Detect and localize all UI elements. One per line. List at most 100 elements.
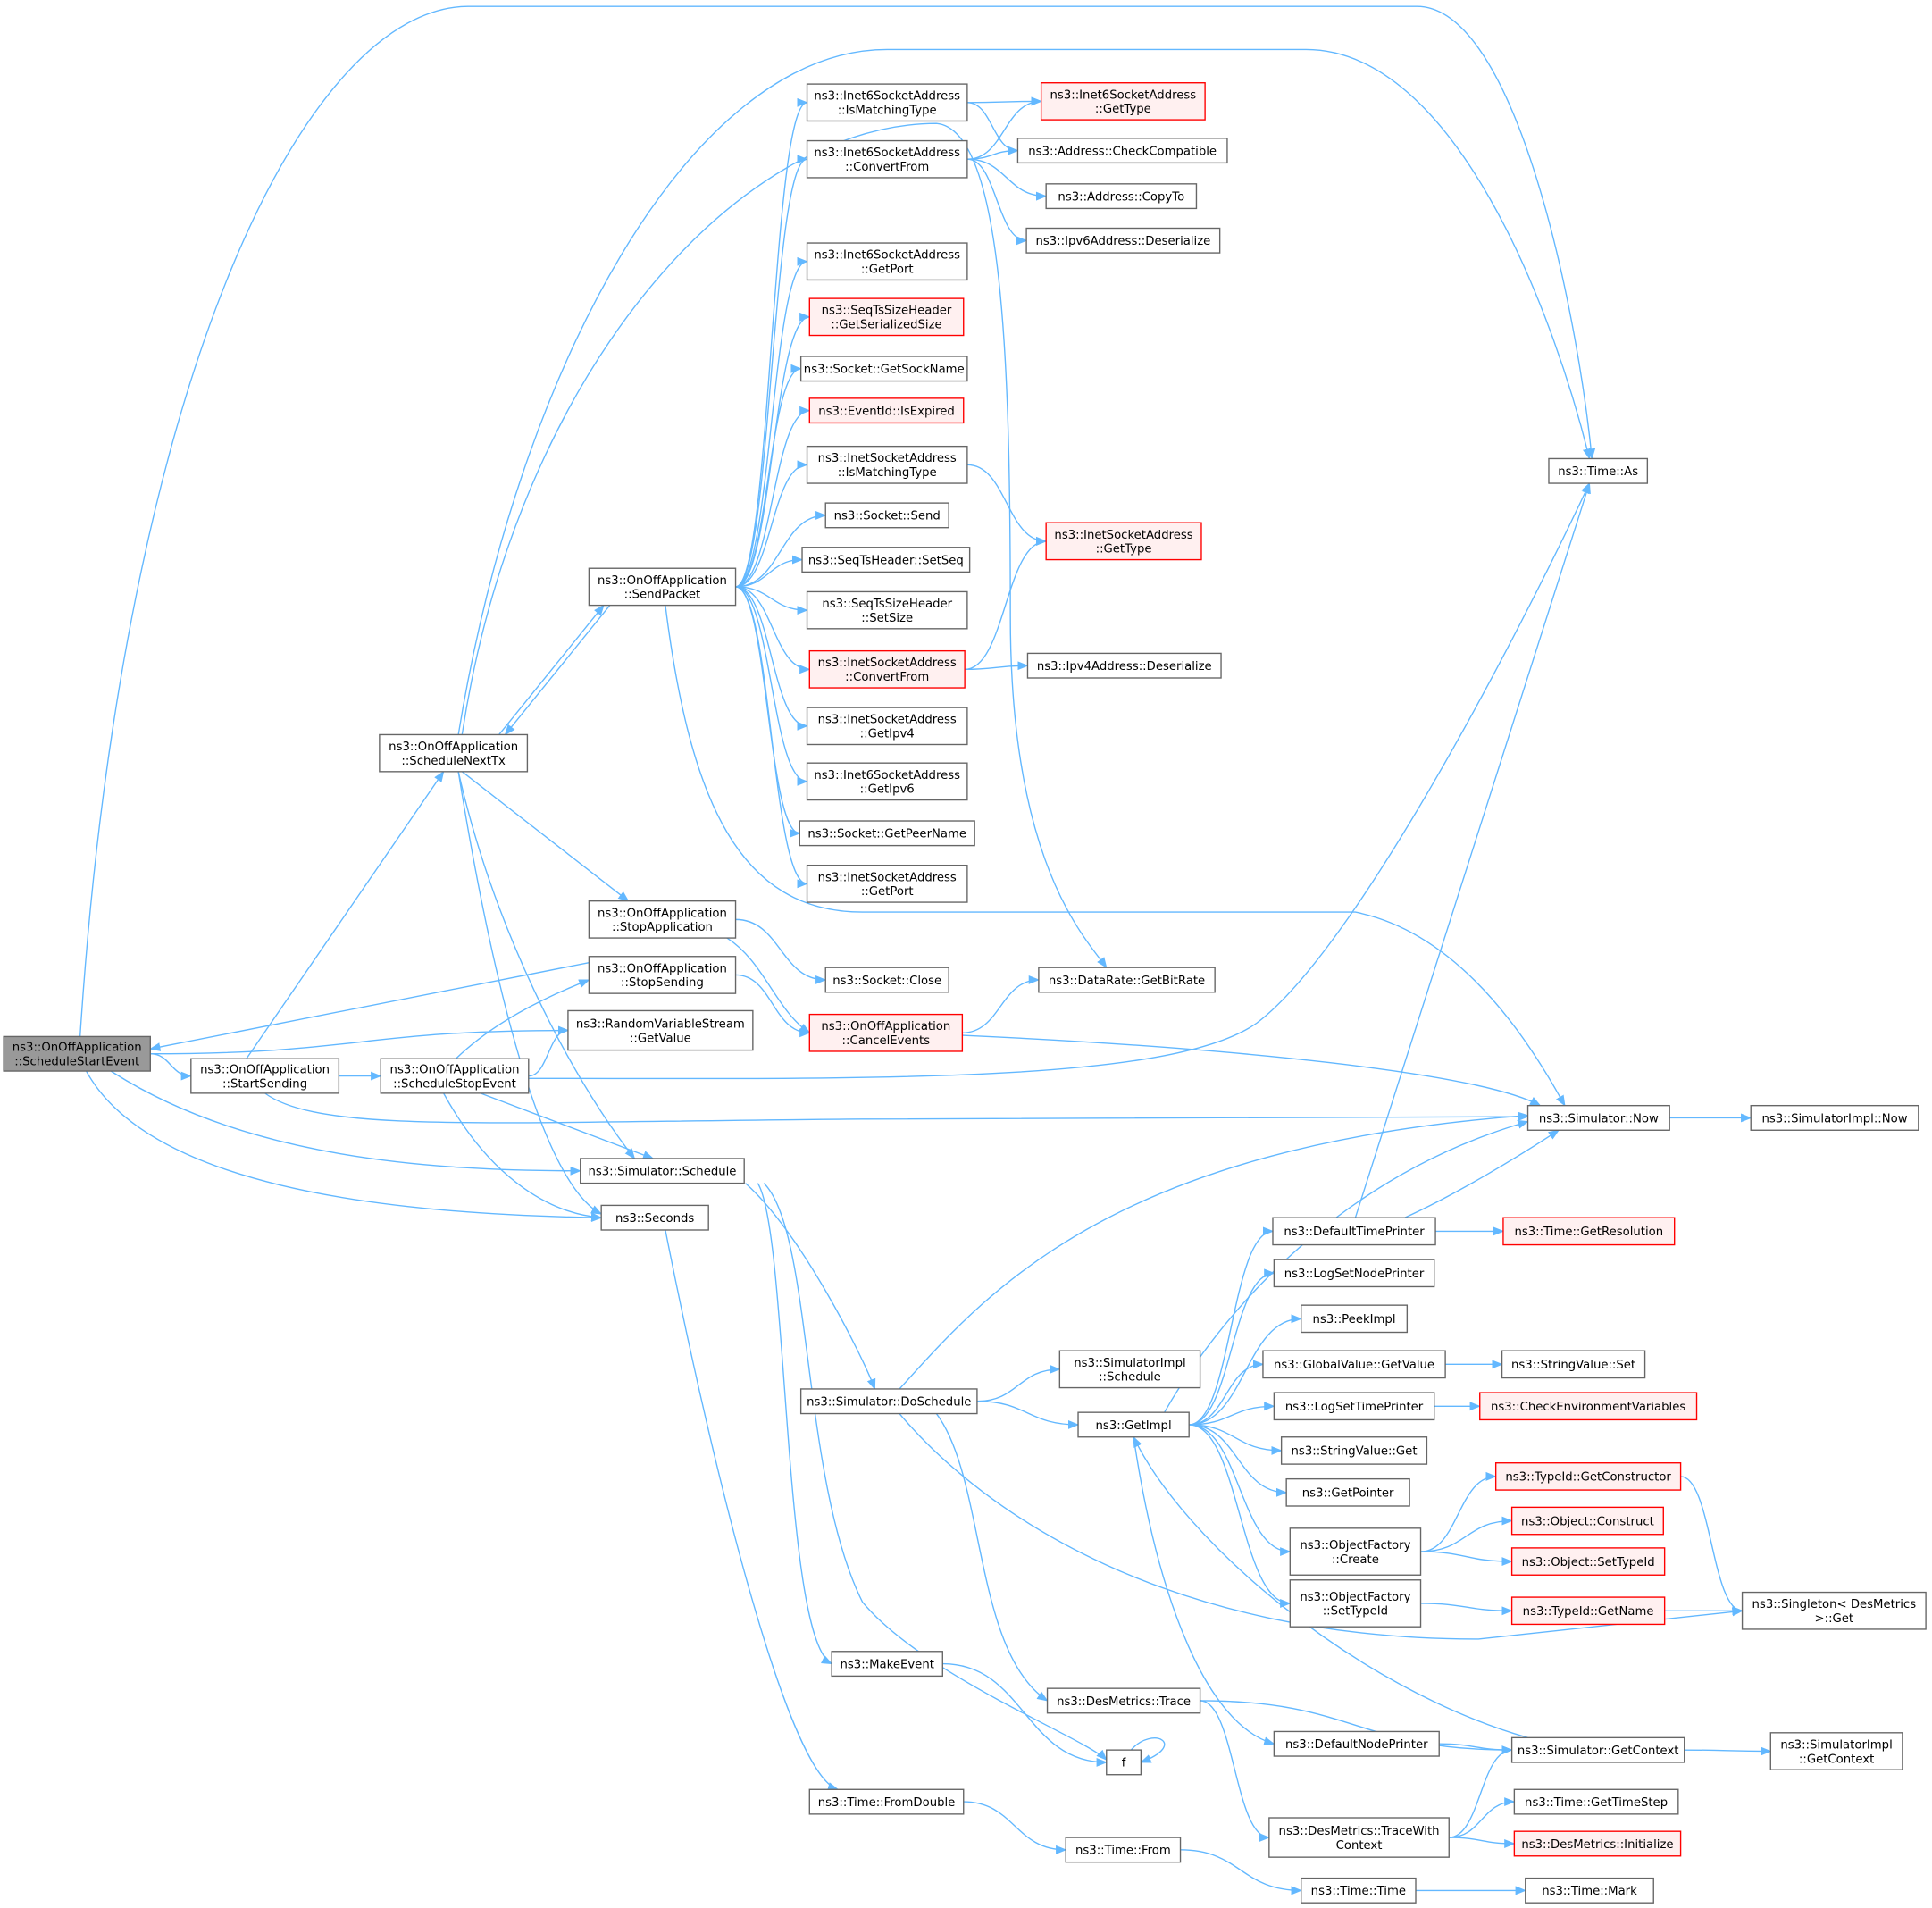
node-label: ns3::Simulator::DoSchedule [807, 1396, 971, 1410]
graph-node-StopSending[interactable]: ns3::OnOffApplication::StopSending [588, 956, 737, 994]
graph-node-Singleton[interactable]: ns3::Singleton< DesMetrics>::Get [1741, 1591, 1927, 1630]
graph-node-Ipv4Deser[interactable]: ns3::Ipv4Address::Deserialize [1026, 652, 1222, 679]
node-label: ns3::Inet6SocketAddress [814, 249, 960, 263]
node-label: ns3::InetSocketAddress [818, 452, 957, 465]
call-edge-GetImpl-to-SVGet [1189, 1424, 1283, 1455]
graph-node-SimSchedule[interactable]: ns3::Simulator::Schedule [580, 1158, 745, 1184]
graph-node-DefNP[interactable]: ns3::DefaultNodePrinter [1273, 1730, 1440, 1757]
node-label: ns3::OnOffApplication [821, 1020, 950, 1034]
graph-node-SNT[interactable]: ns3::OnOffApplication::ScheduleNextTx [379, 733, 529, 773]
call-edge-GetImpl-to-OFSetTid [1189, 1424, 1292, 1608]
node-label: ns3::Socket::GetSockName [804, 364, 965, 377]
graph-node-MakeEvent[interactable]: ns3::MakeEvent [831, 1651, 943, 1678]
call-edge-SendPacket-to-Expired [735, 406, 811, 588]
node-label: ::StopApplication [612, 921, 713, 934]
graph-node-I6Type[interactable]: ns3::Inet6SocketAddress::GetType [1040, 82, 1206, 121]
graph-node-GetCtx[interactable]: ns3::Simulator::GetContext [1510, 1736, 1685, 1763]
graph-node-ObjSetTid[interactable]: ns3::Object::SetTypeId [1510, 1547, 1666, 1576]
call-edge-SimSchedule-to-f [763, 1183, 1108, 1762]
node-label: ns3::Singleton< DesMetrics [1752, 1598, 1917, 1611]
graph-node-I4Match[interactable]: ns3::InetSocketAddress::IsMatchingType [806, 445, 968, 484]
graph-node-I4Conv[interactable]: ns3::InetSocketAddress::ConvertFrom [808, 649, 966, 689]
call-edge-TraceCtx-to-DMInit [1449, 1837, 1516, 1848]
graph-node-ImplSched[interactable]: ns3::SimulatorImpl::Schedule [1058, 1350, 1201, 1389]
graph-node-Trace[interactable]: ns3::DesMetrics::Trace [1046, 1687, 1201, 1714]
node-box [379, 733, 529, 773]
graph-node-LogTime[interactable]: ns3::LogSetTimePrinter [1273, 1392, 1435, 1421]
graph-node-DefTP[interactable]: ns3::DefaultTimePrinter [1272, 1217, 1436, 1246]
graph-node-GetRes[interactable]: ns3::Time::GetResolution [1502, 1217, 1676, 1246]
graph-node-RVSGet[interactable]: ns3::RandomVariableStream::GetValue [567, 1009, 754, 1051]
graph-node-SendPacket[interactable]: ns3::OnOffApplication::SendPacket [588, 567, 737, 607]
call-edge-I6Conv-to-CopyTo [966, 158, 1048, 201]
call-edge-SimSchedule-to-DoSched [745, 1183, 876, 1391]
graph-node-Seconds[interactable]: ns3::Seconds [600, 1204, 709, 1231]
graph-node-DoSched[interactable]: ns3::Simulator::DoSchedule [799, 1388, 978, 1415]
call-edge-DoSched-to-GetImpl [976, 1401, 1080, 1429]
graph-node-PeekImpl[interactable]: ns3::PeekImpl [1301, 1304, 1409, 1334]
call-edge-MakeEvent-to-f [942, 1662, 1108, 1767]
graph-node-SerSize[interactable]: ns3::SeqTsSizeHeader::GetSerializedSize [808, 297, 965, 337]
graph-node-ImplCtx[interactable]: ns3::SimulatorImpl::GetContext [1769, 1732, 1903, 1770]
call-edge-SendPacket-to-SetSeq [735, 555, 804, 588]
graph-node-GetName[interactable]: ns3::TypeId::GetName [1510, 1596, 1666, 1626]
graph-node-Ipv6Deser[interactable]: ns3::Ipv6Address::Deserialize [1025, 227, 1221, 254]
graph-node-I6Ipv6[interactable]: ns3::Inet6SocketAddress::GetIpv6 [806, 762, 968, 801]
graph-node-SockName[interactable]: ns3::Socket::GetSockName [799, 356, 968, 382]
graph-node-LogNode[interactable]: ns3::LogSetNodePrinter [1273, 1259, 1435, 1288]
graph-node-f[interactable]: f [1106, 1749, 1142, 1776]
graph-node-TimeTime[interactable]: ns3::Time::Time [1301, 1877, 1417, 1904]
call-edge-TraceCtx-to-TimeStep [1449, 1797, 1516, 1838]
graph-node-SVSet[interactable]: ns3::StringValue::Set [1501, 1350, 1646, 1379]
graph-node-SetSeq[interactable]: ns3::SeqTsHeader::SetSeq [801, 547, 971, 573]
call-edge-DoSched-to-SimNow [899, 1111, 1529, 1390]
call-edge-SendPacket-to-I6Port [735, 256, 808, 588]
graph-node-CheckEnv[interactable]: ns3::CheckEnvironmentVariables [1479, 1392, 1698, 1421]
node-label: ::ScheduleStartEvent [14, 1055, 139, 1068]
graph-node-I6Conv[interactable]: ns3::Inet6SocketAddress::ConvertFrom [806, 139, 968, 179]
graph-node-GetPointer[interactable]: ns3::GetPointer [1285, 1477, 1410, 1507]
graph-node-StartSending[interactable]: ns3::OnOffApplication::StartSending [190, 1058, 340, 1094]
graph-node-TimeMark[interactable]: ns3::Time::Mark [1525, 1877, 1654, 1904]
graph-node-DMInit[interactable]: ns3::DesMetrics::Initialize [1513, 1830, 1682, 1857]
node-label: ::GetPort [861, 885, 914, 899]
call-edge-SendPacket-to-SetSize [735, 586, 808, 615]
graph-node-TimeStep[interactable]: ns3::Time::GetTimeStep [1513, 1788, 1679, 1815]
graph-node-I6Port[interactable]: ns3::Inet6SocketAddress::GetPort [806, 242, 968, 281]
graph-node-BitRate[interactable]: ns3::DataRate::GetBitRate [1038, 967, 1216, 993]
call-edge-StopApp-to-Cancel [726, 937, 811, 1034]
node-box [1065, 1837, 1182, 1863]
graph-node-SchedStop[interactable]: ns3::OnOffApplication::ScheduleStopEvent [380, 1058, 530, 1094]
graph-node-Construct[interactable]: ns3::Object::Construct [1510, 1506, 1664, 1536]
graph-node-CheckCompat[interactable]: ns3::Address::CheckCompatible [1016, 138, 1228, 164]
node-box [588, 567, 737, 607]
graph-node-FromDouble[interactable]: ns3::Time::FromDouble [808, 1788, 965, 1815]
graph-node-Expired[interactable]: ns3::EventId::IsExpired [808, 398, 965, 424]
node-box [588, 956, 737, 994]
node-box [1494, 1462, 1682, 1491]
graph-node-GetImpl[interactable]: ns3::GetImpl [1077, 1411, 1190, 1438]
graph-node-I4Ipv4[interactable]: ns3::InetSocketAddress::GetIpv4 [806, 707, 968, 746]
graph-node-TimeFrom[interactable]: ns3::Time::From [1065, 1837, 1182, 1863]
graph-node-OFCreate[interactable]: ns3::ObjectFactory::Create [1289, 1527, 1422, 1576]
graph-node-Cancel[interactable]: ns3::OnOffApplication::CancelEvents [808, 1013, 964, 1052]
graph-node-PeerName[interactable]: ns3::Socket::GetPeerName [799, 820, 975, 847]
graph-node-GVGet[interactable]: ns3::GlobalValue::GetValue [1262, 1350, 1446, 1379]
graph-node-SockClose[interactable]: ns3::Socket::Close [824, 967, 949, 993]
node-label: ns3::Object::Construct [1521, 1515, 1654, 1528]
graph-node-I6Match[interactable]: ns3::Inet6SocketAddress::IsMatchingType [806, 83, 968, 122]
graph-node-TimeAs[interactable]: ns3::Time::As [1548, 457, 1649, 484]
graph-node-SockSend[interactable]: ns3::Socket::Send [824, 502, 949, 529]
graph-node-CopyTo[interactable]: ns3::Address::CopyTo [1045, 183, 1198, 210]
graph-node-SVGet[interactable]: ns3::StringValue::Get [1280, 1436, 1428, 1465]
graph-node-SimNow[interactable]: ns3::Simulator::Now [1526, 1104, 1670, 1131]
graph-node-GetCtor[interactable]: ns3::TypeId::GetConstructor [1494, 1462, 1682, 1491]
graph-node-I4Type[interactable]: ns3::InetSocketAddress::GetType [1045, 522, 1202, 561]
graph-node-I4Port[interactable]: ns3::InetSocketAddress::GetPort [806, 864, 968, 903]
graph-node-ImplNow[interactable]: ns3::SimulatorImpl::Now [1750, 1104, 1919, 1131]
graph-node-SetSize[interactable]: ns3::SeqTsSizeHeader::SetSize [806, 590, 968, 630]
graph-node-OFSetTid[interactable]: ns3::ObjectFactory::SetTypeId [1289, 1579, 1422, 1628]
graph-node-StopApp[interactable]: ns3::OnOffApplication::StopApplication [588, 900, 737, 939]
node-label: ::IsMatchingType [838, 466, 937, 480]
